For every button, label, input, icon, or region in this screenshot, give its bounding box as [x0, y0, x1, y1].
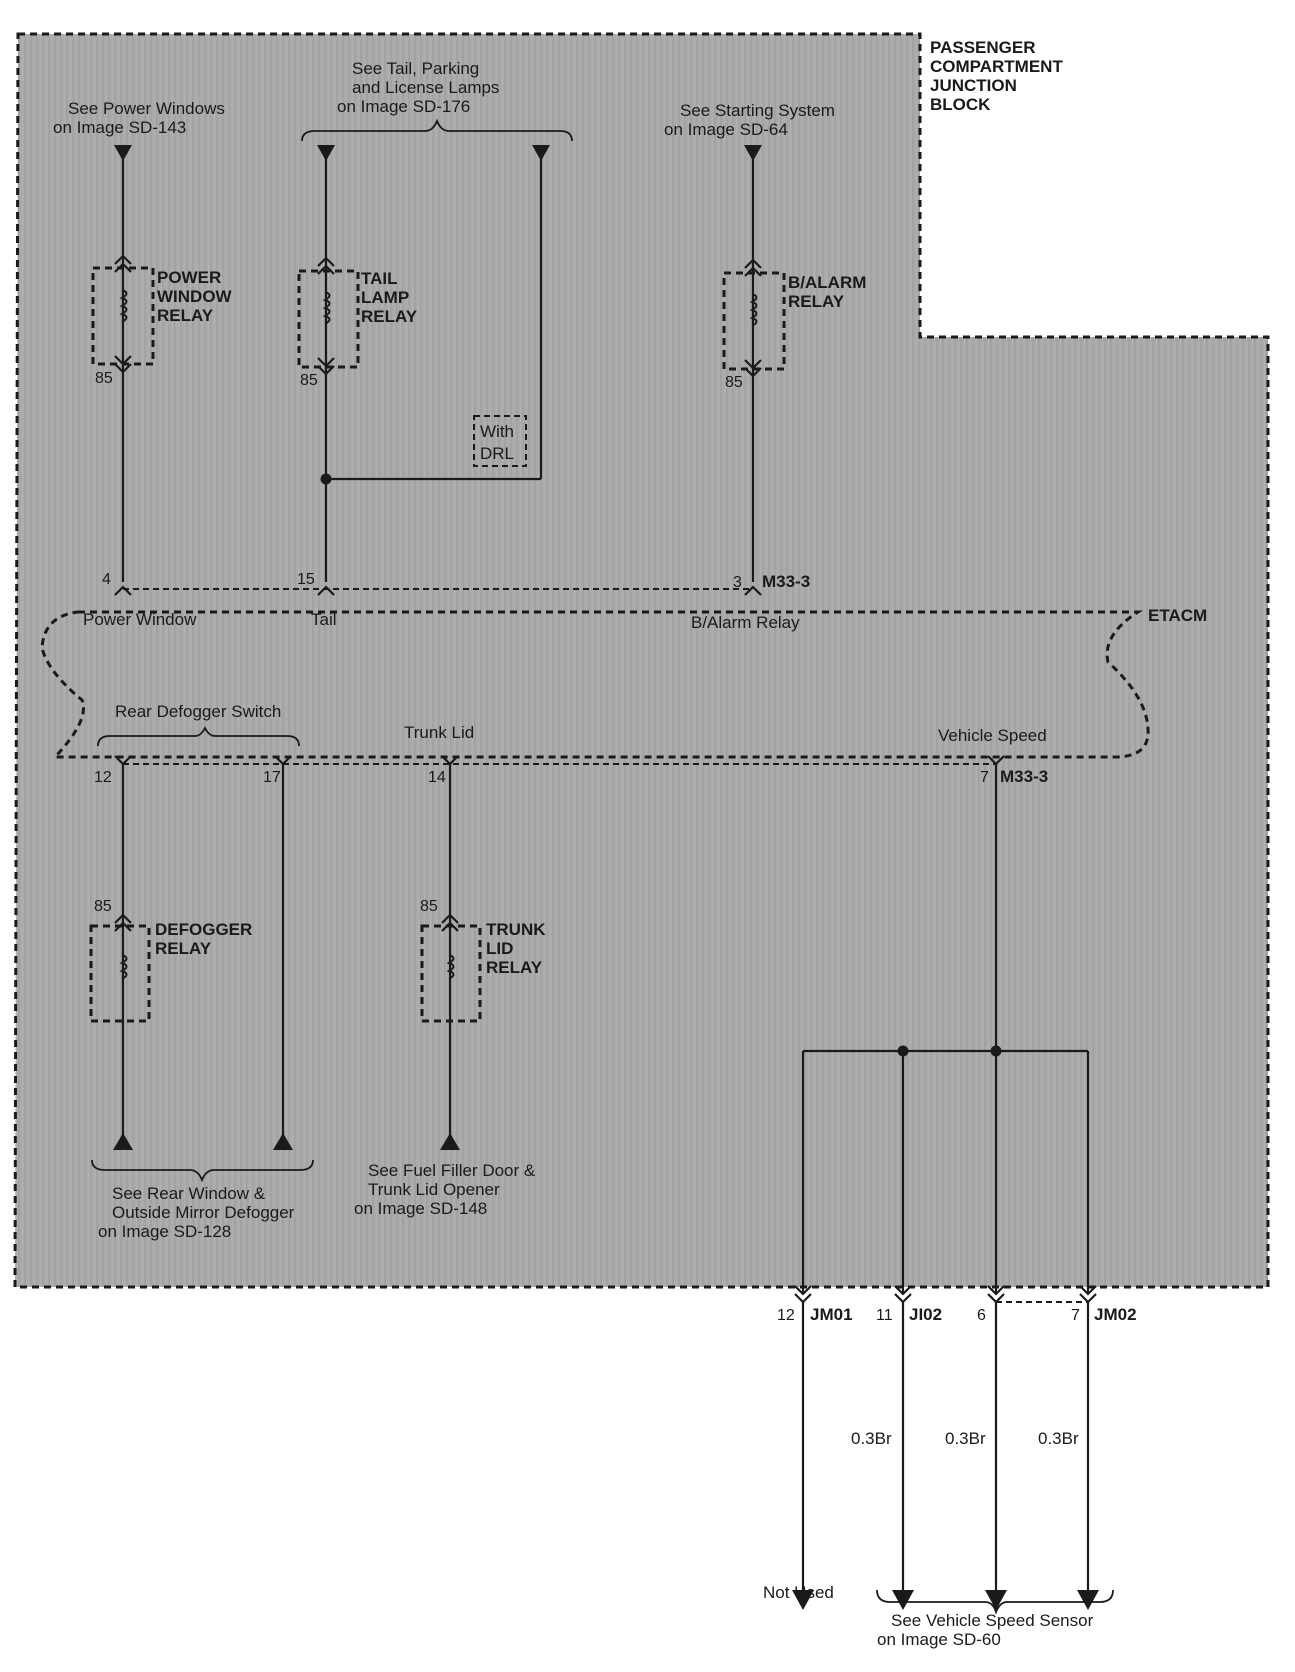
svg-text:LAMP: LAMP [361, 288, 409, 307]
svg-text:M33-3: M33-3 [1000, 767, 1048, 786]
svg-text:RELAY: RELAY [155, 939, 212, 958]
svg-text:M33-3: M33-3 [762, 572, 810, 591]
svg-text:LID: LID [486, 939, 513, 958]
svg-text:12: 12 [777, 1307, 795, 1324]
svg-text:JI02: JI02 [909, 1305, 942, 1324]
svg-text:Rear Defogger Switch: Rear Defogger Switch [115, 702, 281, 721]
etacm-label: ETACM [1148, 606, 1207, 625]
svg-text:See Power Windows: See Power Windows [68, 99, 225, 118]
junction-block-title: PASSENGER COMPARTMENT JUNCTION BLOCK [930, 38, 1063, 114]
svg-text:TRUNK: TRUNK [486, 920, 546, 939]
svg-text:on Image SD-60: on Image SD-60 [877, 1630, 1001, 1649]
svg-text:See Vehicle Speed Sensor: See Vehicle Speed Sensor [891, 1611, 1094, 1630]
coil-icon [446, 954, 455, 980]
svg-text:See Fuel Filler Door &: See Fuel Filler Door & [368, 1161, 536, 1180]
svg-text:Trunk Lid: Trunk Lid [404, 723, 474, 742]
svg-text:Trunk Lid Opener: Trunk Lid Opener [368, 1180, 500, 1199]
svg-text:11: 11 [876, 1307, 893, 1324]
svg-text:JUNCTION: JUNCTION [930, 76, 1017, 95]
coil-icon [119, 954, 128, 980]
svg-text:TAIL: TAIL [361, 269, 398, 288]
ref-power-windows: See Power Windows on Image SD-143 [53, 99, 225, 137]
svg-text:With: With [480, 422, 514, 441]
svg-text:Outside Mirror Defogger: Outside Mirror Defogger [112, 1203, 295, 1222]
svg-text:JM01: JM01 [810, 1305, 853, 1324]
svg-text:COMPARTMENT: COMPARTMENT [930, 57, 1063, 76]
etacm-top-connector: 4 15 3 M33-3 Power Window Tail B/Alarm R… [83, 571, 810, 632]
svg-text:85: 85 [420, 898, 438, 915]
b-alarm-relay-box [722, 271, 786, 371]
ref-tail-lamps: See Tail, Parking and License Lamps on I… [337, 59, 499, 116]
svg-text:3: 3 [733, 574, 742, 591]
svg-text:17: 17 [263, 769, 281, 786]
splice-dot [897, 1045, 909, 1057]
coil-icon [749, 293, 758, 327]
svg-text:RELAY: RELAY [157, 306, 214, 325]
svg-text:See Rear Window &: See Rear Window & [112, 1184, 266, 1203]
b-alarm-circuit: 85 B/ALARM RELAY [722, 145, 866, 582]
svg-text:See Tail, Parking: See Tail, Parking [352, 59, 479, 78]
svg-text:DEFOGGER: DEFOGGER [155, 920, 252, 939]
svg-text:BLOCK: BLOCK [930, 95, 991, 114]
ref-starting-system: See Starting System on Image SD-64 [664, 101, 835, 139]
svg-text:RELAY: RELAY [486, 958, 543, 977]
etacm-outline [40, 610, 1150, 759]
svg-text:7: 7 [1071, 1307, 1080, 1324]
svg-text:15: 15 [297, 571, 315, 588]
svg-text:See Starting System: See Starting System [680, 101, 835, 120]
svg-text:7: 7 [980, 769, 989, 786]
power-window-circuit: 85 POWER WINDOW RELAY [91, 145, 233, 582]
with-drl-box [473, 415, 527, 467]
svg-text:on Image SD-143: on Image SD-143 [53, 118, 186, 137]
svg-text:Tail: Tail [311, 610, 337, 629]
svg-text:POWER: POWER [157, 268, 221, 287]
splice-dot [320, 473, 332, 485]
svg-text:6: 6 [977, 1307, 986, 1324]
svg-text:RELAY: RELAY [788, 292, 845, 311]
svg-text:12: 12 [94, 769, 112, 786]
defogger-circuit: 85 DEFOGGER RELAY See Rear Window & Outs… [89, 764, 314, 1241]
svg-text:0.3Br: 0.3Br [851, 1429, 892, 1448]
svg-text:on Image SD-64: on Image SD-64 [664, 120, 788, 139]
trunk-lid-circuit: 85 TRUNK LID RELAY See Fuel Filler Door … [354, 764, 546, 1218]
svg-text:JM02: JM02 [1094, 1305, 1137, 1324]
svg-text:0.3Br: 0.3Br [1038, 1429, 1079, 1448]
trunk-lid-relay-box [420, 924, 482, 1023]
arrow-in-power-windows [114, 145, 132, 161]
tail-lamp-circuit: 85 TAIL LAMP RELAY With DRL [297, 145, 550, 582]
junction-block-panel [13, 32, 1270, 1289]
tail-lamp-relay-box [297, 269, 360, 369]
coil-icon [119, 289, 128, 323]
svg-text:Vehicle Speed: Vehicle Speed [938, 726, 1047, 745]
svg-text:PASSENGER: PASSENGER [930, 38, 1036, 57]
vehicle-speed-circuit: 12 JM01 11 JI02 6 7 JM02 0.3Br 0.3Br 0.3… [763, 764, 1137, 1649]
svg-text:85: 85 [725, 374, 743, 391]
svg-text:0.3Br: 0.3Br [945, 1429, 986, 1448]
svg-text:RELAY: RELAY [361, 307, 418, 326]
svg-text:14: 14 [428, 769, 446, 786]
svg-text:Power Window: Power Window [83, 610, 197, 629]
svg-text:4: 4 [102, 571, 111, 588]
svg-text:WINDOW: WINDOW [157, 287, 233, 306]
svg-text:and License Lamps: and License Lamps [352, 78, 499, 97]
svg-text:DRL: DRL [480, 444, 514, 463]
svg-text:B/Alarm Relay: B/Alarm Relay [691, 613, 800, 632]
svg-text:on Image SD-128: on Image SD-128 [98, 1222, 231, 1241]
splice-dot [990, 1045, 1002, 1057]
svg-text:on Image SD-176: on Image SD-176 [337, 97, 470, 116]
defogger-relay-box [89, 924, 151, 1023]
svg-text:Not Used: Not Used [763, 1583, 834, 1602]
svg-text:B/ALARM: B/ALARM [788, 273, 866, 292]
svg-text:85: 85 [300, 372, 318, 389]
svg-text:85: 85 [95, 370, 113, 387]
tail-lamps-brace [301, 118, 573, 142]
svg-text:on Image SD-148: on Image SD-148 [354, 1199, 487, 1218]
coil-icon [322, 291, 331, 325]
svg-text:85: 85 [94, 898, 112, 915]
